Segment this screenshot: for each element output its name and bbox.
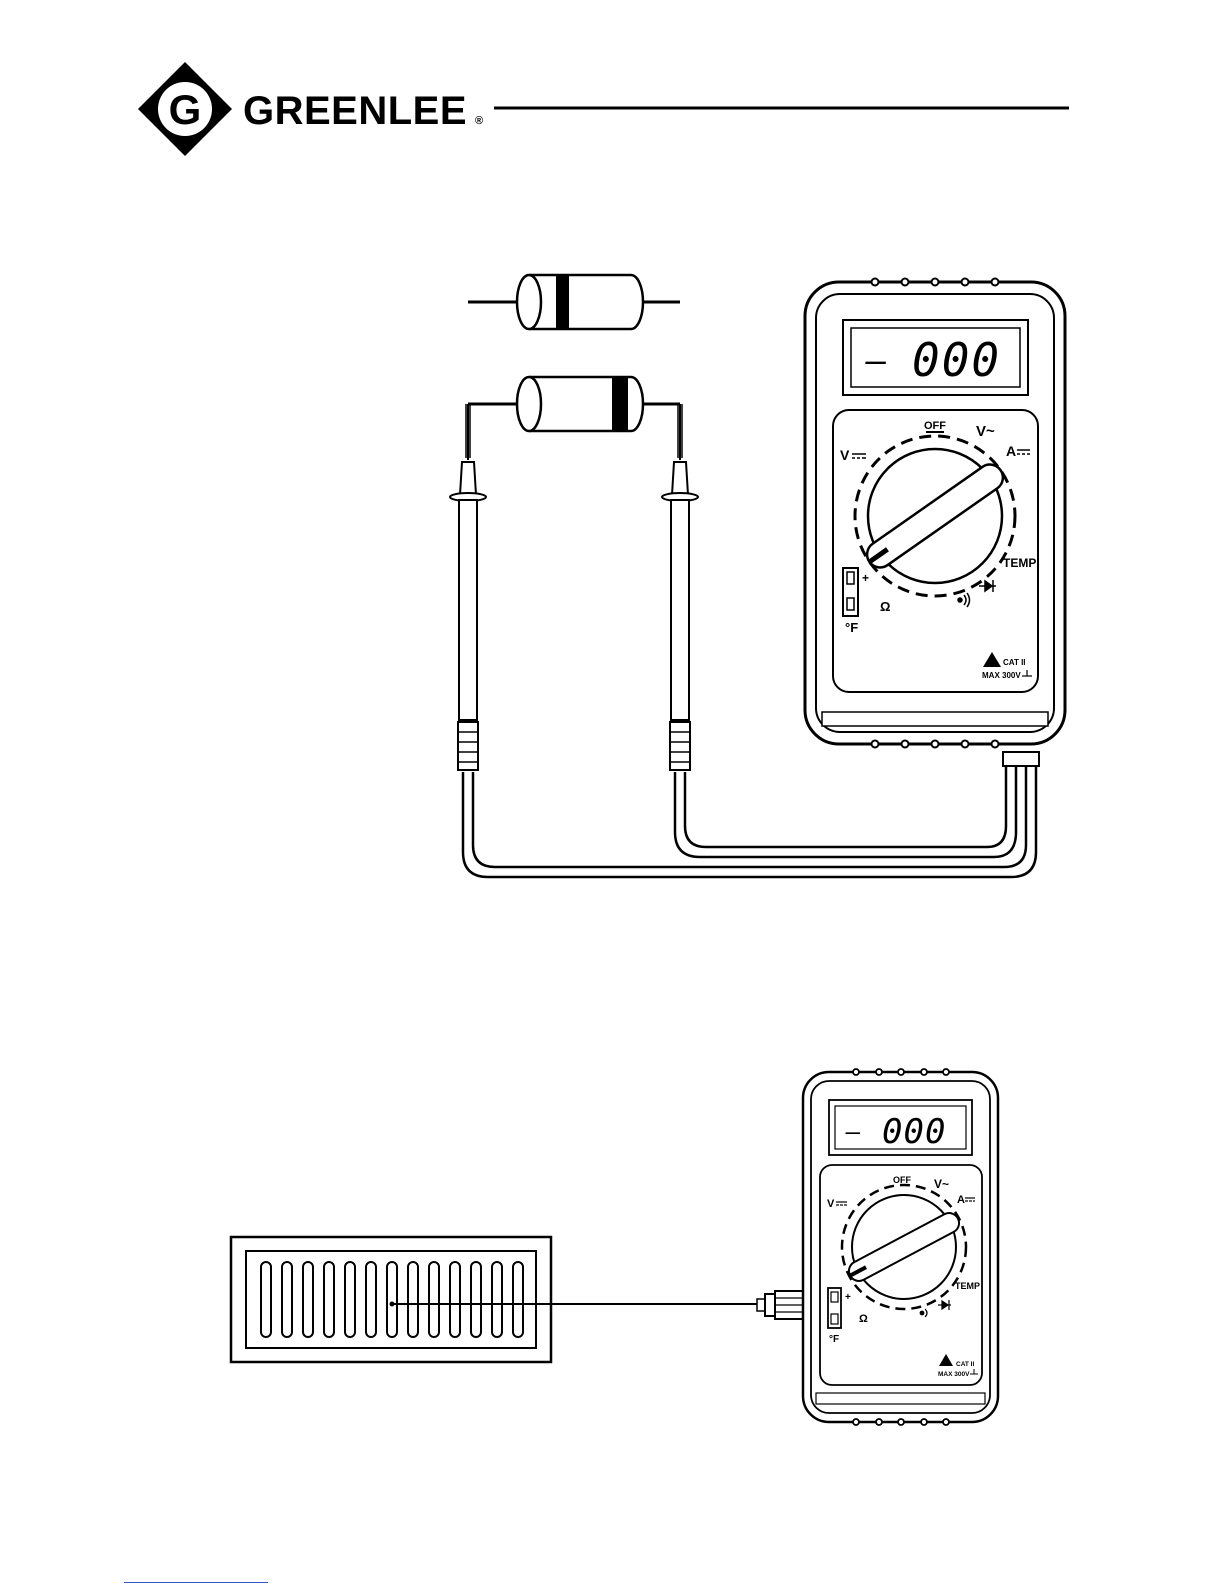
dial-label-adc: A <box>1006 443 1016 459</box>
rating-max-voltage: MAX 300V <box>982 671 1021 680</box>
dial-label-off: OFF <box>924 420 946 432</box>
footer-link-underline[interactable] <box>124 1568 268 1583</box>
logo-letter: G <box>169 86 202 133</box>
brand-name: GREENLEE <box>243 89 467 133</box>
cathode-band <box>612 378 628 430</box>
diode-under-test <box>468 377 680 431</box>
lcd-reading: 000 <box>912 333 1001 387</box>
input-jack-positive[interactable] <box>847 572 854 584</box>
jack-label-degf: °F <box>829 1334 839 1345</box>
heater-vent <box>231 1237 551 1362</box>
input-jack-common[interactable] <box>847 598 854 610</box>
rating-category: CAT II <box>1003 658 1026 667</box>
jack-label-degf: °F <box>845 620 858 635</box>
dial-label-off: OFF <box>893 1175 911 1185</box>
dial-label-ohm: Ω <box>859 1313 868 1325</box>
dial-label-vdc: V <box>827 1198 835 1210</box>
cathode-band <box>556 276 569 328</box>
dial-label-vdc: V <box>840 447 850 463</box>
test-probe-left <box>450 404 486 770</box>
jack-label-plus: + <box>845 1292 851 1303</box>
rating-max-voltage: MAX 300V <box>938 1371 970 1378</box>
dial-label-temp: TEMP <box>1003 556 1036 570</box>
lcd-sign: – <box>865 341 887 381</box>
test-probe-right <box>662 404 698 770</box>
dial-label-vac: V~ <box>934 1177 949 1191</box>
dial-label-vac: V~ <box>976 423 995 440</box>
dial-label-ohm: Ω <box>880 599 890 614</box>
rating-category: CAT II <box>956 1361 974 1368</box>
test-leads <box>463 752 1039 877</box>
greenlee-logo: G GREENLEE ® <box>138 62 483 156</box>
multimeter-large: – 000 OFF V~ V A TEMP <box>805 279 1065 748</box>
lcd-sign: – <box>845 1118 861 1146</box>
lcd-reading: 000 <box>882 1112 946 1152</box>
dial-label-temp: TEMP <box>955 1281 980 1291</box>
jack-label-plus: + <box>862 571 869 585</box>
input-jack-positive[interactable] <box>831 1292 838 1302</box>
multimeter-small: – 000 OFF V~ V A TEMP Ω <box>803 1069 998 1425</box>
registered-mark: ® <box>475 115 483 127</box>
input-jack-common[interactable] <box>831 1314 838 1324</box>
dial-label-adc: A <box>957 1194 965 1206</box>
diode-unmounted <box>468 275 680 329</box>
